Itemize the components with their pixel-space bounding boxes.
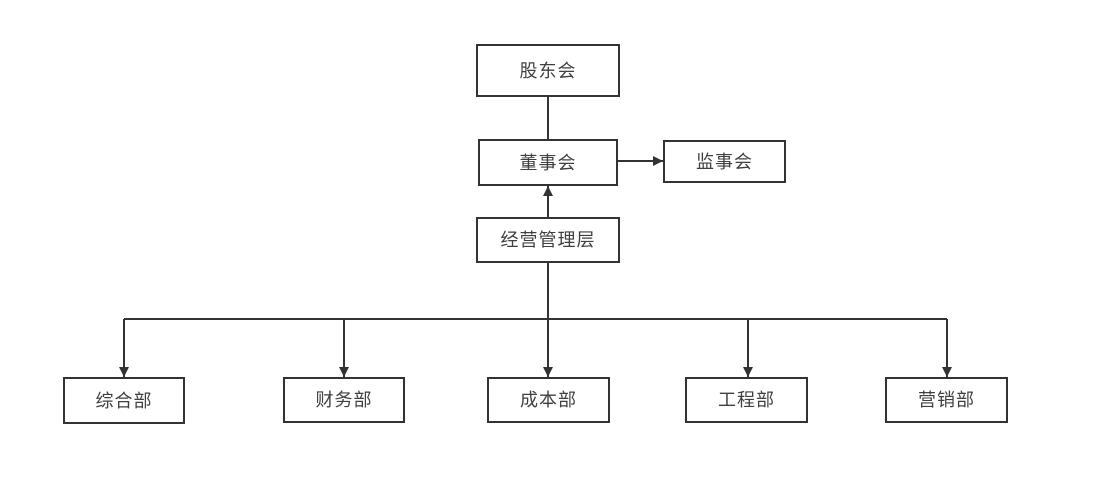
- node-supervisors: 监事会: [663, 140, 786, 183]
- node-shareholders: 股东会: [476, 44, 620, 97]
- node-dept-cost-label: 成本部: [520, 390, 577, 410]
- node-dept-general-label: 综合部: [95, 390, 153, 411]
- node-shareholders-label: 股东会: [519, 60, 577, 81]
- node-dept-finance-label: 财务部: [315, 390, 373, 410]
- node-supervisors-label: 监事会: [696, 151, 753, 172]
- node-dept-marketing: 营销部: [885, 377, 1008, 423]
- node-dept-marketing-label: 营销部: [918, 390, 975, 410]
- node-dept-general: 综合部: [63, 377, 185, 424]
- node-board-label: 董事会: [519, 152, 577, 173]
- node-dept-engineering: 工程部: [685, 377, 808, 423]
- node-management: 经营管理层: [476, 217, 620, 263]
- node-board: 董事会: [478, 139, 618, 186]
- node-dept-engineering-label: 工程部: [718, 390, 775, 410]
- node-dept-cost: 成本部: [487, 377, 610, 423]
- node-management-label: 经营管理层: [500, 230, 596, 250]
- node-dept-finance: 财务部: [283, 377, 405, 423]
